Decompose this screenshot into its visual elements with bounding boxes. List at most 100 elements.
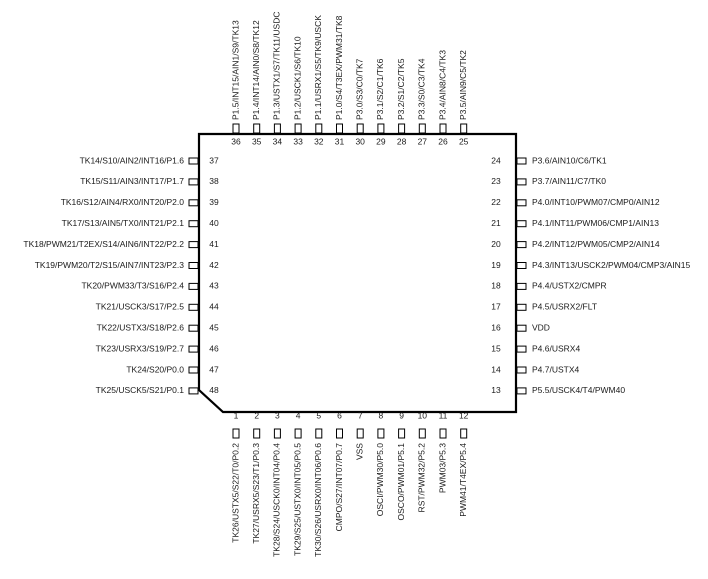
pin-label: TK24/S20/P0.0: [126, 364, 184, 374]
pin-pad: [516, 262, 527, 269]
pin-pad: [273, 123, 281, 134]
pin-pad: [188, 387, 199, 395]
pin-number: 11: [439, 410, 448, 420]
pin-pad: [516, 157, 527, 165]
pin-pad: [516, 199, 527, 207]
pin-pad: [294, 428, 302, 439]
pin-label: TK29/S25/USTX0/INT05/P0.5: [292, 443, 302, 556]
pin-number: 10: [418, 410, 428, 420]
pin-number: 18: [491, 281, 501, 291]
pin-label: P3.0/S3/C0/TK7: [354, 58, 364, 120]
pin-pad: [188, 262, 199, 269]
pin-label: TK23/USRX3/S19/P2.7: [96, 343, 185, 353]
pin-number: 30: [355, 136, 365, 146]
pin-pad: [418, 123, 426, 134]
pin-pad: [273, 428, 281, 439]
pin-pad: [315, 428, 323, 439]
pin-label: OSCI/PWM30/P5.0: [375, 443, 385, 516]
pin-label: P4.3/INT13/USCK2/PWM04/CMP3/AIN15: [532, 260, 691, 270]
pin-number: 43: [209, 281, 219, 291]
pin-number: 46: [209, 343, 219, 353]
pin-label: P4.7/USTX4: [532, 364, 580, 374]
pin-number: 38: [209, 176, 219, 186]
pin-label: P3.3/S0/C3/TK4: [417, 58, 427, 120]
pin-pad: [188, 282, 199, 290]
pin-label: P1.4/INT14/AIN0/S8/TK12: [251, 20, 261, 120]
pin-label: P4.2/INT12/PWM05/CMP2/AIN14: [532, 239, 660, 249]
pin-number: 31: [335, 136, 345, 146]
pin-number: 26: [438, 136, 448, 146]
pin-pad: [336, 123, 343, 134]
pin-pad: [516, 366, 527, 374]
pin-pad: [418, 428, 426, 439]
pin-pad: [188, 220, 199, 228]
pin-label: P1.5/INT15/AIN1/S9/TK13: [230, 20, 240, 120]
pin-label: TK14/S10/AIN2/INT16/P1.6: [80, 155, 185, 165]
pin-label: VSS: [354, 443, 364, 460]
pin-label: TK28/S24/USCK0/INT04/P0.4: [272, 443, 282, 557]
pin-label: P1.1/USRX1/S5/TK9/USCK: [313, 15, 323, 120]
pin-number: 12: [459, 410, 469, 420]
pin-number: 8: [379, 410, 384, 420]
pin-pad: [439, 123, 447, 134]
pin-number: 19: [491, 260, 501, 270]
pin-number: 20: [491, 239, 501, 249]
pin-pad: [188, 157, 199, 165]
pin-label: TK26/USTX5/S22/T0/P0.2: [230, 443, 240, 543]
pin-number: 32: [314, 136, 324, 146]
pin-number: 23: [491, 176, 501, 186]
pin-label: TK22/USTX3/S18/P2.6: [97, 322, 185, 332]
pin-number: 34: [273, 136, 283, 146]
pin-pad: [253, 428, 261, 439]
pin-pad: [188, 199, 199, 207]
pin-pad: [232, 123, 240, 134]
pin-label: TK21/USCK3/S17/P2.5: [96, 302, 185, 312]
pin-label: TK25/USCK5/S21/P0.1: [96, 385, 185, 395]
pin-label: P4.6/USRX4: [532, 343, 580, 353]
pin-pad: [398, 123, 406, 134]
pin-number: 4: [296, 410, 301, 420]
pin-label: TK16/S12/AIN4/RX0/INT20/P2.0: [61, 197, 185, 207]
pin-pad: [253, 123, 261, 134]
pin-label: P4.0/INT10/PWM07/CMP0/AIN12: [532, 197, 660, 207]
pin-pad: [356, 428, 364, 439]
pin-number: 16: [491, 322, 501, 332]
pin-label: RST/PWM32/P5.2: [417, 443, 427, 513]
pin-label: TK17/S13/AIN5/TX0/INT21/P2.1: [62, 218, 185, 228]
pin-pad: [516, 387, 527, 395]
pin-pad: [398, 428, 406, 439]
pin-label: VDD: [532, 322, 550, 332]
pin-label: PWM03/P5.3: [437, 443, 447, 493]
pin-label: TK15/S11/AIN3/INT17/P1.7: [80, 176, 184, 186]
pin-label: P3.2/S1/C2/TK5: [396, 58, 406, 120]
pin-number: 21: [491, 218, 501, 228]
chip-body: [197, 132, 518, 414]
pin-pad: [516, 303, 527, 311]
pin-pad: [377, 123, 385, 134]
pin-number: 6: [337, 410, 342, 420]
pin-pad: [516, 220, 527, 228]
pin-number: 3: [275, 410, 280, 420]
pin-pad: [439, 428, 447, 439]
pin-number: 25: [459, 136, 469, 146]
pin-label: P3.5/AIN9/C5/TK2: [458, 50, 468, 120]
pin-pad: [460, 428, 468, 439]
pin-label: TK18/PWM21/T2EX/S14/AIN6/INT22/P2.2: [23, 239, 184, 249]
pin-label: P4.5/USRX2/FLT: [532, 302, 597, 312]
pin-pad: [377, 428, 385, 439]
pin-label: P1.2/USCK1/S6/TK10: [292, 36, 302, 120]
pin-number: 47: [209, 364, 219, 374]
pin-number: 33: [293, 136, 303, 146]
pin-pad: [315, 123, 323, 134]
pin-pad: [336, 428, 343, 439]
pin-label: TK27/USRX5/S23/T1/P0.3: [251, 443, 261, 544]
pin-number: 17: [491, 302, 501, 312]
pin-label: PWM41/T4EX/P5.4: [458, 443, 468, 517]
pin-number: 1: [234, 410, 239, 420]
pin-pad: [188, 366, 199, 374]
pin-number: 28: [397, 136, 407, 146]
pin-number: 36: [231, 136, 241, 146]
pins-group: 1TK26/USTX5/S22/T0/P0.22TK27/USRX5/S23/T…: [23, 12, 690, 557]
pin-number: 35: [252, 136, 262, 146]
